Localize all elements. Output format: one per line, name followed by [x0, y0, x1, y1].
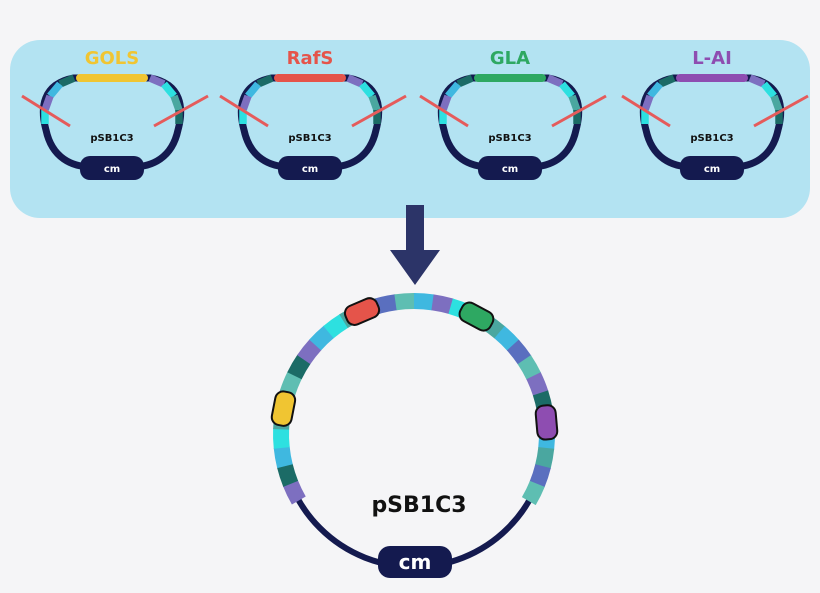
combined-segment [413, 293, 435, 311]
combined-segment [431, 294, 454, 315]
plasmid-segment [245, 81, 261, 99]
combined-segment [517, 355, 542, 380]
cm-marker [680, 156, 744, 180]
plasmid-rafs: RafS pSB1C3 cm [219, 48, 407, 180]
gene-label: GLA [490, 48, 530, 69]
plasmid-segment [445, 81, 461, 99]
combined-segment [287, 354, 311, 380]
combined-plasmid: pSB1C3 cm [270, 293, 559, 578]
gene-label: GOLS [85, 48, 140, 69]
backbone-label: pSB1C3 [488, 133, 531, 144]
plasmid-segment [761, 81, 777, 99]
marker-label: cm [302, 164, 318, 175]
cut-mark-left [621, 94, 671, 128]
combined-segment [529, 464, 551, 488]
combined-backbone-label: pSB1C3 [371, 493, 466, 518]
gene-label: L-AI [692, 48, 732, 69]
insert-gla [458, 301, 495, 332]
insert-gols [270, 390, 297, 427]
plasmid-segment [170, 94, 183, 112]
plasmid-l-ai: L-AI pSB1C3 cm [621, 48, 809, 180]
plasmid-segment [456, 74, 474, 88]
input-plasmids: GOLS pSB1C3 cm RafS pSB1C3 cm GLA pSB1C3 cm L-AI p… [21, 48, 809, 180]
backbone-label: pSB1C3 [690, 133, 733, 144]
cut-mark-right [153, 94, 209, 128]
combined-segment [535, 446, 555, 469]
plasmid-segment [641, 94, 654, 112]
cut-mark-right [351, 94, 407, 128]
cut-mark-right [551, 94, 607, 128]
gene-insert [274, 74, 346, 82]
plasmid-segment [647, 81, 663, 99]
combined-segment [279, 371, 303, 396]
cut-mark-left [219, 94, 269, 128]
combined-segment [394, 293, 415, 311]
backbone-label: pSB1C3 [90, 133, 133, 144]
gene-insert [76, 74, 148, 82]
plasmid-segment [239, 94, 252, 112]
cm-marker [80, 156, 144, 180]
plasmid-segment [546, 74, 564, 88]
plasmid-gols: GOLS pSB1C3 cm [21, 48, 209, 180]
combined-segment [506, 339, 532, 365]
input-plasmids-panel [10, 40, 810, 218]
cut-mark-right [753, 94, 809, 128]
plasmid-segment [148, 74, 166, 88]
combined-segment [323, 314, 349, 339]
plasmid-segment [41, 94, 54, 112]
plasmid-segment [559, 81, 575, 99]
combined-segment [273, 428, 290, 449]
cut-mark-left [21, 94, 71, 128]
plasmid-segment [161, 81, 177, 99]
plasmid-segment [359, 81, 375, 99]
plasmid-segment [658, 74, 676, 88]
plasmid-gla: GLA pSB1C3 cm [419, 48, 607, 180]
combined-segment [375, 294, 398, 314]
marker-label: cm [502, 164, 518, 175]
combined-segment [526, 372, 549, 397]
combined-segment [277, 463, 299, 487]
combined-cm-marker [378, 546, 452, 578]
plasmid-segment [568, 94, 581, 112]
cut-mark-left [419, 94, 469, 128]
insert-l-ai [534, 404, 559, 441]
plasmid-segment [439, 94, 452, 112]
backbone-label: pSB1C3 [288, 133, 331, 144]
combined-segment [494, 325, 520, 351]
combined-segment [273, 446, 293, 469]
plasmid-segment [47, 81, 63, 99]
combined-segment [297, 339, 322, 365]
gene-insert [676, 74, 748, 82]
gene-insert [474, 74, 546, 82]
combined-marker-label: cm [399, 550, 432, 574]
plasmid-segment [58, 74, 76, 88]
plasmid-segment [748, 74, 766, 88]
flow-arrow [390, 205, 440, 285]
insert-rafs [343, 297, 381, 326]
cm-marker [478, 156, 542, 180]
marker-label: cm [704, 164, 720, 175]
combined-segment [282, 480, 306, 505]
combined-segment [309, 325, 335, 351]
combined-segment [521, 480, 545, 506]
plasmid-segment [256, 74, 274, 88]
marker-label: cm [104, 164, 120, 175]
plasmid-segment [770, 94, 783, 112]
cm-marker [278, 156, 342, 180]
plasmid-segment [368, 94, 381, 112]
gene-label: RafS [287, 48, 334, 69]
plasmid-segment [346, 74, 364, 88]
